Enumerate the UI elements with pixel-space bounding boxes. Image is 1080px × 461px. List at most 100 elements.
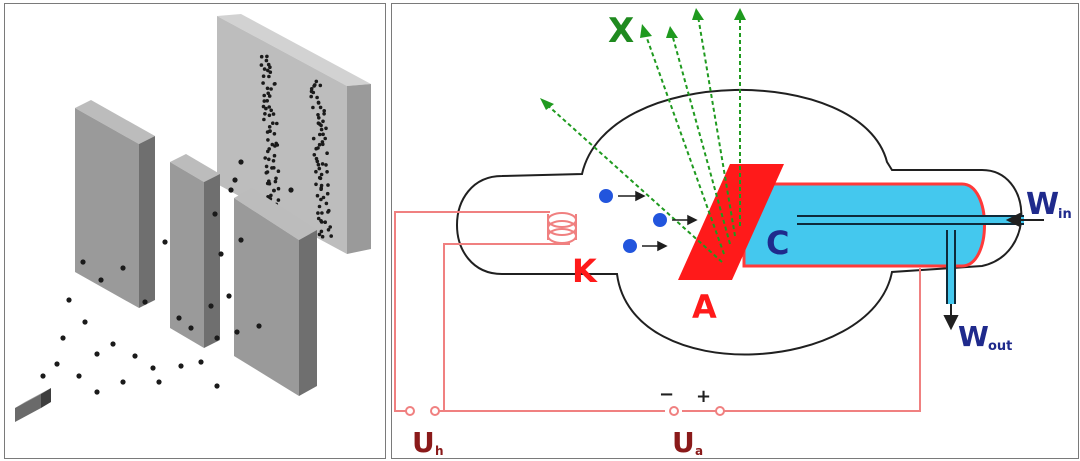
particle-dot (228, 187, 234, 193)
impact-dot (266, 91, 271, 96)
impact-dot (270, 142, 275, 147)
impact-dot (262, 99, 267, 103)
impact-dot (276, 169, 281, 173)
impact-dot (319, 172, 324, 177)
particle-dot (66, 297, 72, 303)
impact-dot (264, 171, 269, 175)
impact-dot (266, 149, 270, 154)
impact-dot (324, 201, 329, 206)
particle-dot (162, 239, 168, 245)
xray-arrowheads (540, 8, 746, 110)
impact-dot (325, 170, 329, 174)
impact-dot (319, 220, 324, 224)
impact-dot (316, 121, 321, 125)
particle-dot (110, 341, 116, 347)
impact-dot (317, 166, 322, 171)
impact-dot (266, 138, 270, 142)
impact-dot (269, 193, 273, 198)
impact-dot (271, 121, 275, 125)
impact-dot (268, 70, 273, 74)
particle-dot (176, 315, 182, 321)
particle-dot (208, 303, 214, 309)
impact-dot (271, 159, 276, 163)
impact-dot (323, 220, 328, 224)
impact-dot (263, 112, 267, 116)
label-minus: − (659, 384, 674, 405)
particle-dot (226, 293, 232, 299)
particle-dot (132, 353, 138, 359)
particle-dot (94, 389, 100, 395)
impact-dot (272, 188, 276, 193)
impact-dot (268, 65, 272, 69)
impact-dot (267, 125, 272, 129)
label-u-a-sub: a (695, 444, 703, 458)
impact-dot (324, 163, 328, 167)
label-cathode: K (572, 252, 598, 290)
label-u-h: U (412, 426, 435, 458)
impact-dot (314, 156, 319, 161)
impact-dot (319, 197, 323, 202)
particle-dot (232, 177, 238, 183)
electron-arrows (618, 190, 698, 252)
label-x: X (608, 11, 634, 51)
particle-dot (80, 259, 86, 265)
impact-dot (311, 136, 316, 141)
label-u-a: U (672, 426, 695, 458)
particle-dot (40, 373, 46, 379)
double-slit-illustration (15, 14, 371, 422)
impact-dot (272, 166, 276, 170)
particle-dot (54, 361, 60, 367)
impact-dot (317, 116, 321, 120)
particle-dot (150, 365, 156, 371)
particle-dot (256, 323, 262, 329)
impact-dot (261, 104, 266, 109)
particle-dot (178, 363, 184, 369)
double-slit-panel (4, 3, 386, 459)
slit-block-left (75, 100, 155, 308)
impact-dot (316, 216, 321, 221)
impact-dot (276, 186, 281, 191)
impact-dot (309, 87, 314, 91)
impact-dot (319, 123, 323, 128)
impact-dot (264, 58, 269, 63)
particle-dot (214, 335, 220, 341)
particle-dot (214, 383, 220, 389)
impact-dot (276, 198, 281, 202)
impact-dot (326, 210, 330, 214)
cathode-coil-icon (547, 212, 577, 244)
impact-dot (322, 112, 326, 116)
impact-dot (316, 146, 320, 150)
impact-dot (267, 113, 272, 118)
impact-dot (322, 109, 327, 113)
impact-dot (271, 112, 276, 116)
label-plus: + (696, 386, 711, 407)
impact-dot (262, 117, 266, 122)
impact-dot (312, 84, 316, 88)
impact-dot (315, 193, 320, 198)
water-out-channel (948, 230, 954, 304)
impact-dot (264, 106, 268, 111)
circuit-wires (394, 211, 921, 412)
impact-dot (265, 86, 270, 91)
impact-dot (272, 132, 277, 136)
impact-dot (274, 176, 278, 181)
particle-dot (198, 359, 204, 365)
water-in-arrow-icon (1005, 212, 1044, 228)
particle-dot (120, 379, 126, 385)
impact-dot (314, 169, 318, 174)
particle-dot (212, 211, 218, 217)
particle-dot (156, 379, 162, 385)
impact-dot (267, 105, 272, 109)
impact-dot (266, 195, 270, 199)
impact-dot (259, 63, 264, 67)
impact-dot (261, 74, 266, 78)
particle-dot (60, 335, 66, 341)
impact-dot (325, 191, 330, 196)
particle-dot (238, 159, 244, 165)
impact-dot (273, 82, 277, 86)
impact-dot (269, 108, 274, 113)
impact-dot (320, 211, 324, 215)
terminals (405, 406, 725, 416)
impact-dot (309, 94, 314, 99)
impact-dot (326, 228, 331, 232)
